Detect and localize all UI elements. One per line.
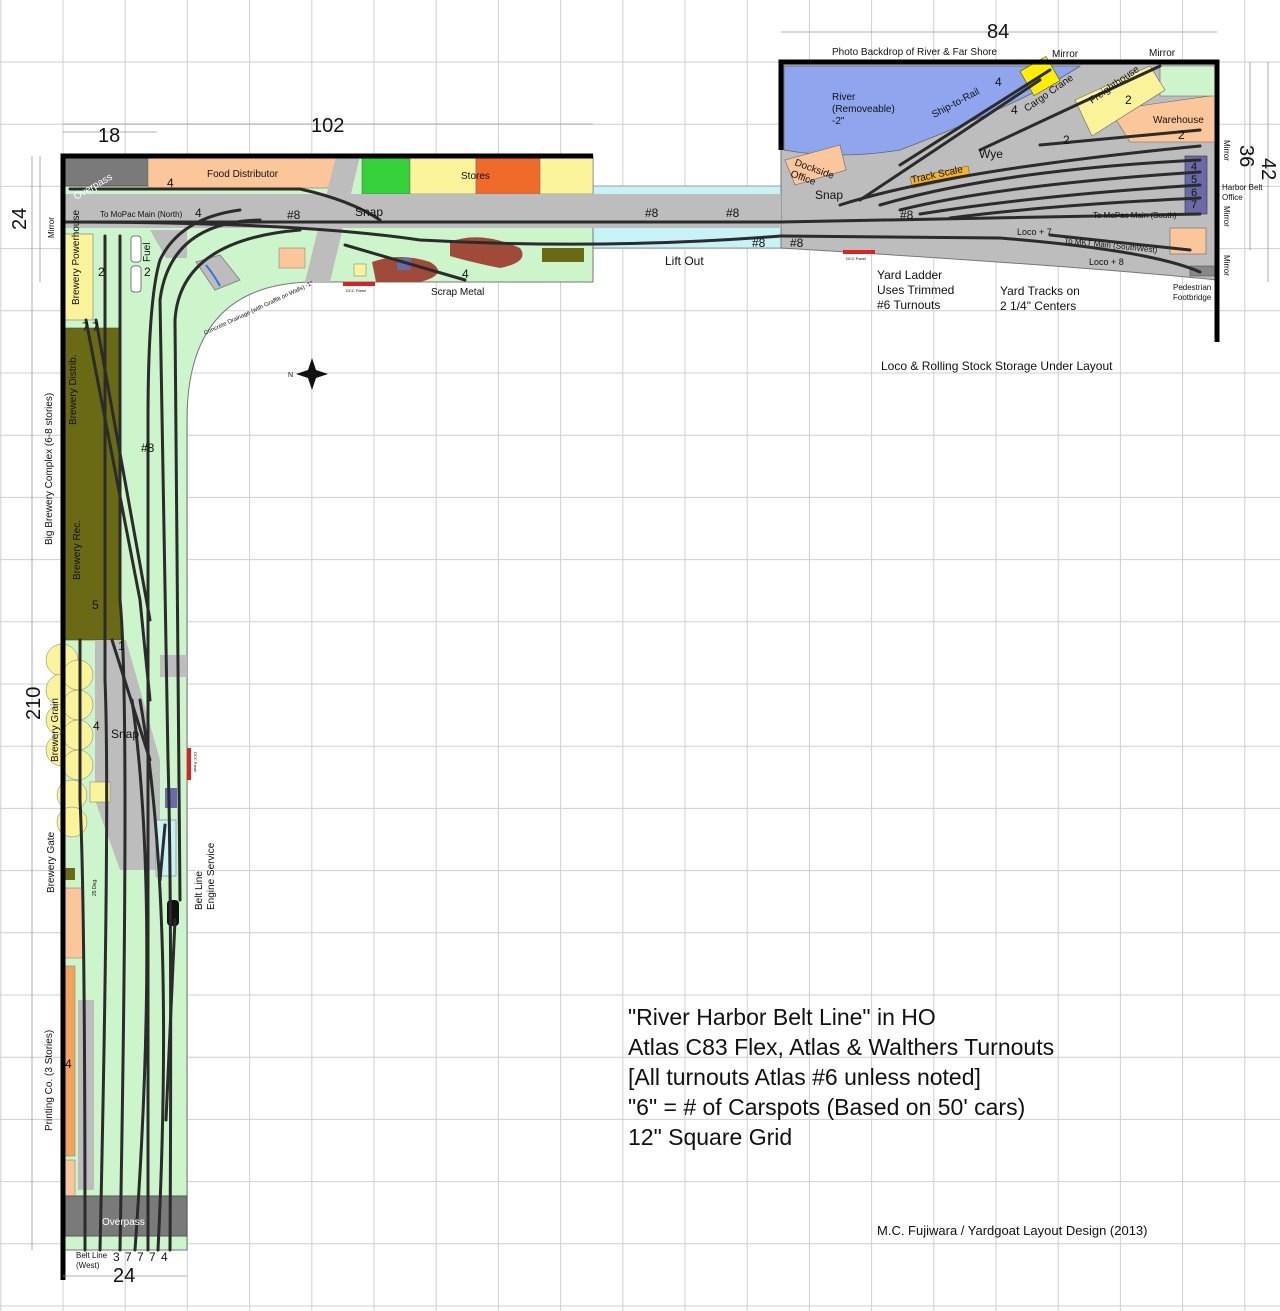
dim-top-length: 102: [311, 115, 344, 137]
spot-77: 7 7: [82, 320, 99, 334]
note-line-1: "River Harbor Belt Line" in HO: [628, 1004, 936, 1030]
backdrop-walls: [60, 59, 1220, 1280]
food-distributor-label: Food Distributor: [207, 169, 279, 180]
left-benchwork: [62, 155, 594, 1251]
mirror-right2-label: Mirror: [1222, 206, 1231, 227]
dimension-lines: [31, 31, 1269, 1277]
dim-yard-width: 84: [987, 21, 1009, 43]
spot-2-wye: 2: [1063, 133, 1070, 147]
lift-out-label: Lift Out: [665, 254, 704, 268]
note-line-4: "6" = # of Carspots (Based on 50' cars): [628, 1094, 1026, 1120]
photo-backdrop-label: Photo Backdrop of River & Far Shore: [832, 47, 998, 58]
yard-track-5: 5: [1191, 174, 1197, 186]
dcc-panel-2-label: DCC Panel: [846, 256, 866, 261]
designer-credit: M.C. Fujiwara / Yardgoat Layout Design (…: [877, 1223, 1148, 1238]
yard-track-4: 4: [1191, 161, 1197, 173]
spot-5: 5: [92, 598, 99, 612]
dcc-panels: [187, 250, 875, 780]
dim-bottom-width: 24: [113, 1265, 135, 1287]
spot-1: 1: [118, 639, 125, 653]
brewery-powerhouse-label: Brewery Powerhouse: [71, 210, 82, 305]
turnout-8-b: #8: [645, 206, 659, 220]
mirror-left-label: Mirror: [47, 217, 56, 238]
dim-left-height: 24: [9, 208, 31, 230]
spot-2-ware: 2: [1178, 128, 1185, 142]
dim-vertical-length: 210: [23, 687, 45, 720]
turnout-8-left: #8: [141, 441, 155, 455]
yard-track-6: 6: [1191, 187, 1197, 199]
mirror-right3-label: Mirror: [1222, 255, 1231, 276]
belt-line-engine-label: Belt LineEngine Service: [194, 842, 217, 910]
layout-notes: "River Harbor Belt Line" in HO Atlas C83…: [628, 1002, 1054, 1152]
river-label: River(Removeable)-2": [832, 92, 895, 127]
loco-8-label: Loco + 8: [1089, 257, 1124, 267]
spot-4-food: 4: [167, 176, 174, 190]
warehouse-label: Warehouse: [1153, 115, 1204, 126]
bottom-spot-counts: 3 7 7 7 4: [113, 1250, 169, 1264]
to-mopac-north-label: To MoPac Main (North): [100, 210, 183, 219]
spot-4-main: 4: [195, 206, 202, 220]
stores-label: Stores: [461, 171, 490, 182]
mirror-top1-label: Mirror: [1052, 49, 1079, 60]
dockside-office-building: [784, 144, 847, 186]
belt-line-west-label: Belt Line(West): [76, 1251, 108, 1270]
dim-yard-depth-a: 36: [1235, 145, 1257, 167]
spot-4-scrap: 4: [462, 267, 469, 281]
storage-note: Loco & Rolling Stock Storage Under Layou…: [881, 359, 1113, 373]
fuel-label: Fuel: [142, 243, 153, 262]
compass-n-label: N: [288, 372, 293, 379]
dim-left-width: 18: [98, 125, 120, 147]
turnout-8-e: #8: [790, 236, 804, 250]
dcc-panel-1-label: DCC Panel: [346, 288, 366, 293]
deg-25-label: 25 Deg.: [92, 878, 98, 896]
turnout-8-a: #8: [287, 208, 301, 222]
spot-4-print: 4: [65, 1057, 72, 1071]
yard-track-7: 7: [1191, 199, 1197, 211]
note-line-3: [All turnouts Atlas #6 unless noted]: [628, 1064, 981, 1090]
track-lines: [61, 64, 1202, 1252]
turnout-8-d: #8: [752, 236, 766, 250]
compass-rose-icon: N: [288, 358, 328, 390]
big-brewery-label: Big Brewery Complex (6-8 stories): [44, 393, 55, 545]
printing-co-label: Printing Co. (3 Stories): [44, 1030, 55, 1131]
brewery-grain-label: Brewery Grain: [50, 698, 61, 762]
brewery-gate-label: Brewery Gate: [46, 831, 57, 893]
brewery-rec-label: Brewery Rec.: [72, 520, 83, 580]
scrap-metal-label: Scrap Metal: [431, 287, 484, 298]
spot-2-freight: 2: [1125, 93, 1132, 107]
turnout-8-f: #8: [900, 208, 914, 222]
brewery-distrib-label: Brewery Distrib.: [68, 354, 79, 425]
to-mopac-south-label: To MoPac Main (South): [1093, 211, 1177, 220]
dim-yard-depth-b: 42: [1257, 158, 1279, 180]
spot-4-crane: 4: [1011, 103, 1018, 117]
spot-4-ship: 4: [995, 75, 1002, 89]
note-line-2: Atlas C83 Flex, Atlas & Walthers Turnout…: [628, 1034, 1055, 1060]
freighthouse-building: [1074, 65, 1166, 137]
overpass-bottom-label: Overpass: [102, 1217, 145, 1228]
snap-left-label: Snap: [111, 727, 139, 741]
loco-7-label: Loco + 7: [1017, 227, 1052, 237]
dcc-panel-v-label: DCC Panel: [193, 752, 198, 772]
mirror-top2-label: Mirror: [1149, 48, 1176, 59]
snap-top-label: Snap: [355, 205, 383, 219]
turnout-8-c: #8: [726, 206, 740, 220]
mirror-right1-label: Mirror: [1222, 140, 1231, 161]
wye-label: Wye: [979, 147, 1003, 161]
spot-4-grain: 4: [93, 719, 100, 733]
note-line-5: 12" Square Grid: [628, 1124, 793, 1150]
snap-yard-label: Snap: [815, 188, 843, 202]
spot-2b: 2: [144, 265, 151, 279]
spot-2a: 2: [98, 265, 105, 279]
